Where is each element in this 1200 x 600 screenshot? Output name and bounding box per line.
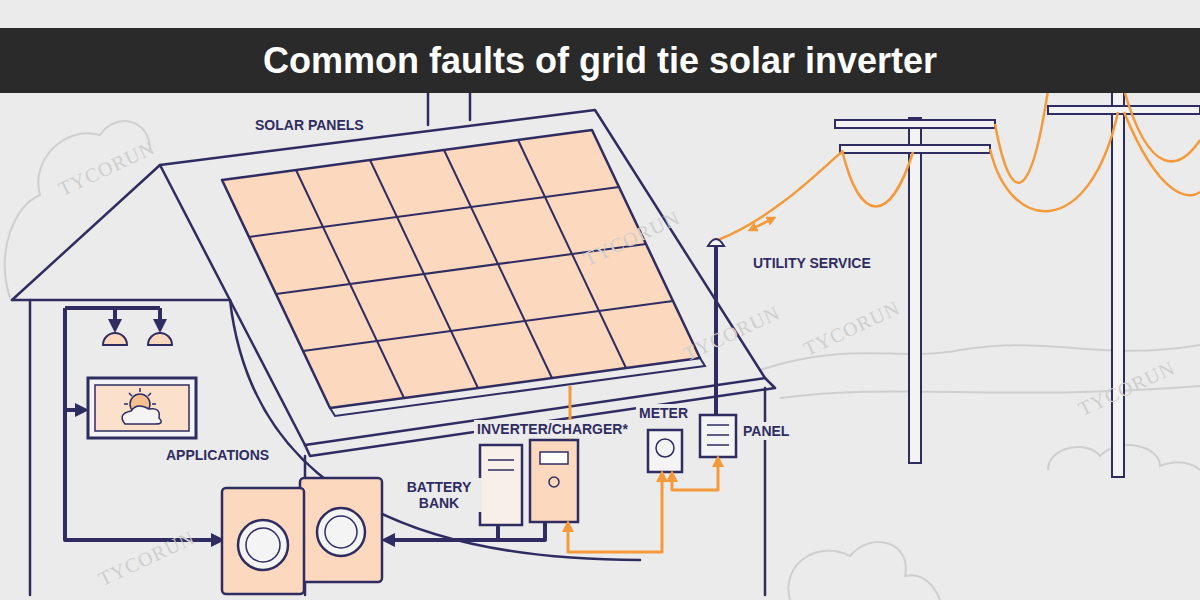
house-wiring <box>158 308 162 326</box>
house-wiring <box>65 306 160 310</box>
washer <box>238 520 288 570</box>
callout-label: UTILITY SERVICE <box>750 254 874 272</box>
battery-bank-box <box>480 445 522 525</box>
house-outline <box>12 93 775 595</box>
grid-wires <box>752 219 772 229</box>
house-outline <box>29 300 32 595</box>
battery-bank-box <box>488 460 514 470</box>
watermark: TYCORUN <box>55 136 159 201</box>
solar-panel-array <box>222 130 705 416</box>
meter-box <box>656 439 674 457</box>
watermark: TYCORUN <box>1075 356 1179 421</box>
house-outline <box>12 299 230 302</box>
inverter-box <box>549 477 559 487</box>
power-flow-lines <box>568 386 718 552</box>
solar-panel-array <box>222 130 700 408</box>
service-panel-box <box>700 415 736 457</box>
house-wiring <box>388 525 498 540</box>
power-flow-lines <box>672 461 718 490</box>
power-pole <box>835 120 995 128</box>
callout-label: METER <box>636 404 691 422</box>
power-pole <box>909 118 921 463</box>
dryer <box>300 478 382 582</box>
weatherhead <box>708 239 724 246</box>
ceiling-lights <box>103 333 127 345</box>
callout-label: PANEL <box>740 422 792 440</box>
meter-box <box>648 430 682 472</box>
grid-wires <box>1124 90 1200 161</box>
house-wiring <box>113 308 117 326</box>
service-panel-box <box>707 425 729 445</box>
tv-frame <box>88 378 196 438</box>
inverter-box <box>530 440 578 522</box>
house-wiring <box>65 308 218 540</box>
tv-frame <box>122 406 161 424</box>
grid-wires <box>842 150 913 207</box>
grid-wires <box>990 112 1118 211</box>
grid-wires <box>995 90 1048 183</box>
service-panel-box <box>700 415 736 457</box>
title-bar <box>0 28 1200 93</box>
tv-frame <box>95 385 189 431</box>
callout-label: SOLAR PANELS <box>252 116 367 134</box>
inverter-box <box>530 440 578 522</box>
watermark: TYCORUN <box>800 296 904 361</box>
ceiling-lights <box>148 333 172 345</box>
scenery-lines <box>788 542 940 600</box>
watermark: TYCORUN <box>680 301 784 366</box>
scenery-lines <box>5 121 1200 600</box>
house-outline <box>428 93 470 125</box>
dryer <box>325 516 357 548</box>
grid-wires <box>718 90 1200 240</box>
dryer <box>300 478 382 582</box>
washer <box>246 528 280 562</box>
dryer <box>317 508 365 556</box>
watermark: TYCORUN <box>580 206 684 271</box>
tv-frame <box>88 378 196 438</box>
callout-label: INVERTER/CHARGER* <box>474 420 631 438</box>
grid-wires <box>718 152 842 240</box>
page-title: Common faults of grid tie solar inverter <box>0 28 1200 93</box>
house-outline <box>764 388 767 595</box>
watermark: TYCORUN <box>95 526 199 591</box>
solar-panel-array <box>249 187 673 351</box>
callout-label: BATTERY BANK <box>396 478 482 512</box>
inverter-box <box>540 452 568 464</box>
battery-bank-box <box>480 445 522 525</box>
meter-box <box>648 430 682 472</box>
tv-frame <box>124 388 156 404</box>
power-pole <box>840 145 990 153</box>
ceiling-lights <box>103 333 172 345</box>
house-outline <box>160 110 765 445</box>
washer <box>222 488 304 594</box>
house-wiring <box>65 408 82 412</box>
grid-wires <box>1124 112 1200 195</box>
callout-label: APPLICATIONS <box>163 446 272 464</box>
power-pole <box>835 82 1200 477</box>
washer <box>222 488 304 594</box>
solar-panel-array <box>249 140 673 398</box>
power-pole <box>1112 82 1124 477</box>
power-flow-lines <box>568 476 662 552</box>
